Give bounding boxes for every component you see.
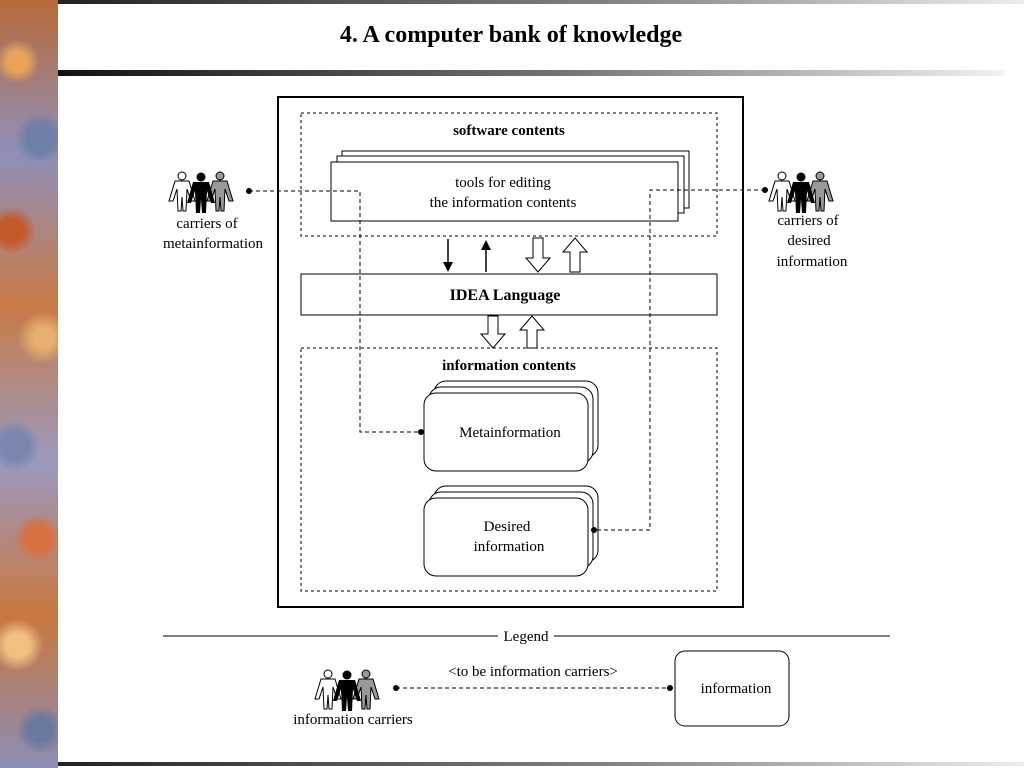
legend-information-box [674,650,790,727]
information-contents-box [300,347,718,592]
legend-carriers-label: information carriers [293,712,413,728]
arrow-up-icon [481,240,491,250]
desired-line1: Desired [484,519,531,535]
decorative-side-strip [0,0,58,768]
title-rule [58,70,1004,76]
hollow-arrow-up-icon [518,315,546,349]
hollow-arrow-up-icon [561,237,589,273]
hollow-arrow-down-icon [479,315,507,349]
outer-frame [277,96,744,608]
tools-line2: the information contents [430,195,577,211]
left-carriers-line1: carriers of [176,216,237,232]
right-carriers-line1: carriers of [777,213,838,229]
right-carriers-line3: information [777,254,848,270]
left-carriers-line2: metainformation [163,236,263,252]
tools-line1: tools for editing [455,175,551,191]
legend-information-label: information [701,681,772,697]
desired-connector [594,189,765,531]
legend-label: Legend [504,629,549,645]
top-rule [58,0,1024,4]
desired-information-box [423,497,589,577]
desired-line2: information [474,539,545,555]
idea-language-box [300,273,718,316]
bottom-rule [58,762,1024,766]
meta-connector [249,190,421,433]
metainformation-label: Metainformation [459,425,561,441]
page-title: 4. A computer bank of knowledge [339,22,683,48]
software-contents-heading: software contents [453,123,565,139]
software-contents-box [300,112,718,237]
tools-box [330,161,679,222]
right-carriers-line2: desired [787,233,831,249]
people-group-icon [768,171,834,214]
idea-language-label: IDEA Language [450,287,561,304]
hollow-arrow-down-icon [524,237,552,273]
people-group-icon [314,669,380,712]
people-group-icon [168,171,234,214]
arrow-down-icon [443,262,453,272]
legend-relation-label: <to be information carriers> [448,664,618,680]
information-contents-heading: information contents [442,358,576,374]
